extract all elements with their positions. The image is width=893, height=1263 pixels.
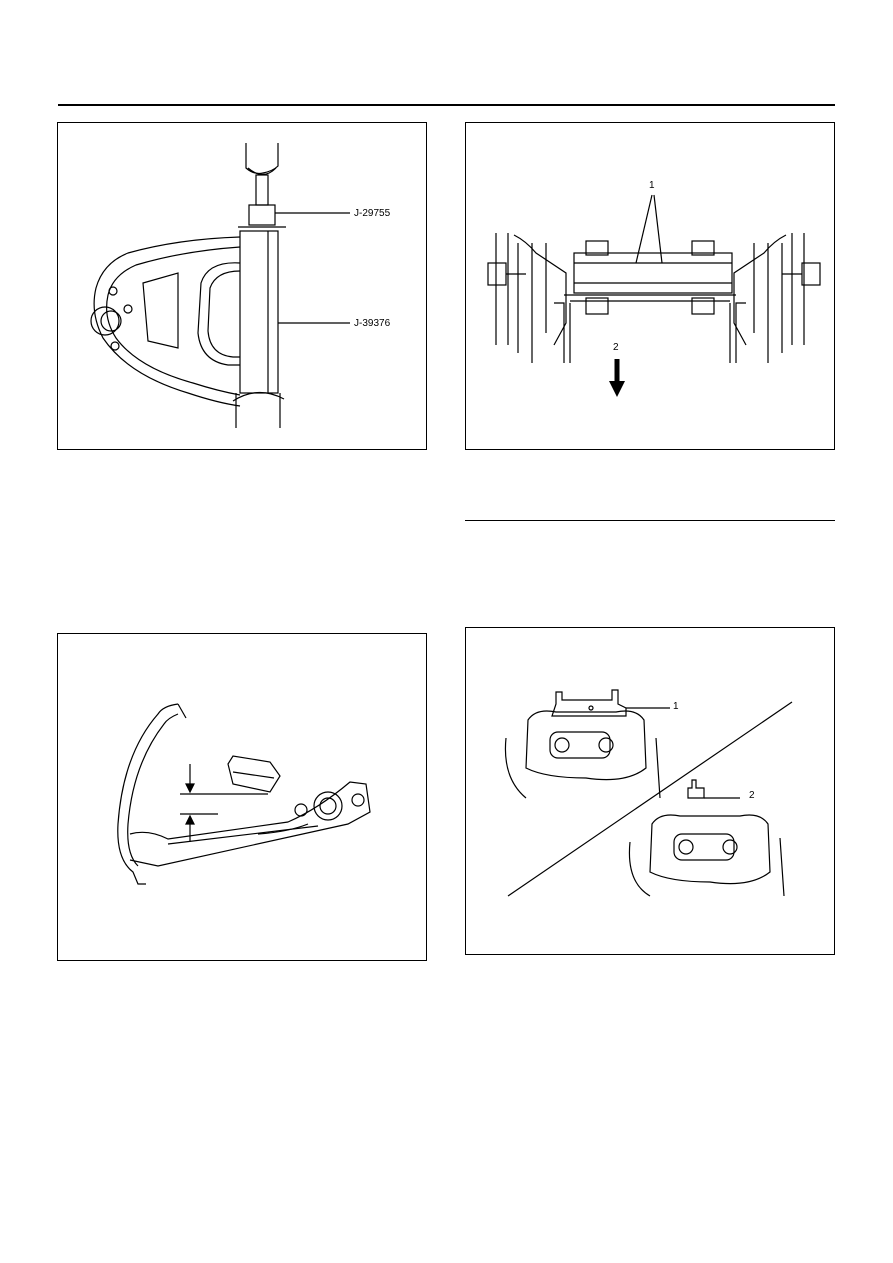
tool-label-j39376: J-39376 bbox=[354, 318, 391, 329]
figure-bracket-shims: 1 2 bbox=[465, 627, 835, 955]
cross-shaft-illustration bbox=[487, 194, 821, 397]
callout-2: 2 bbox=[613, 342, 619, 353]
control-arm-press-illustration bbox=[90, 143, 350, 428]
callout-shim-1: 1 bbox=[673, 701, 679, 712]
callout-1: 1 bbox=[649, 180, 655, 191]
section-rule bbox=[465, 520, 835, 521]
callout-shim-2: 2 bbox=[749, 790, 755, 801]
tool-label-j29755: J-29755 bbox=[354, 208, 391, 219]
figure-bumper-clearance bbox=[57, 633, 427, 961]
figure-cross-shaft: 1 2 bbox=[465, 122, 835, 450]
bracket-shims-illustration bbox=[504, 689, 793, 897]
header-rule bbox=[58, 104, 835, 106]
bumper-clearance-illustration bbox=[117, 703, 371, 885]
figure-control-arm-tools: J-29755 J-39376 bbox=[57, 122, 427, 450]
